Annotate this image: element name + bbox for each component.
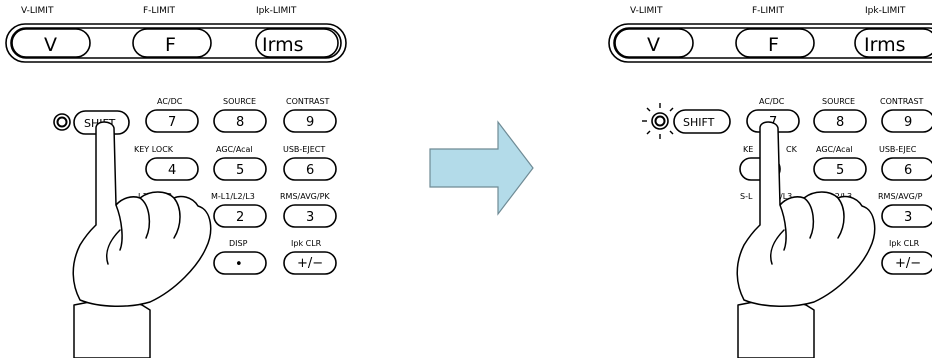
shift-led-inner	[56, 116, 68, 128]
usb-eject-label: USB-EJECT	[283, 145, 325, 154]
pointing-hand-icon	[736, 121, 876, 358]
key-7-label: 7	[168, 115, 176, 130]
v-key-label: V	[44, 34, 57, 56]
key-5-label: 5	[836, 163, 844, 178]
usb-eject-label: USB-EJEC	[879, 145, 917, 154]
key-8-label: 8	[836, 115, 844, 130]
key-3-label: 3	[904, 210, 912, 225]
contrast-label: CONTRAST	[880, 97, 924, 106]
m-l1l2l3-label: M-L1/L2/L3	[211, 192, 255, 201]
key-6[interactable]	[881, 157, 932, 181]
pointing-hand-icon	[72, 121, 212, 358]
key-lock-label-left: KE	[743, 145, 753, 154]
v-key-label: V	[647, 34, 660, 56]
key-plus-minus[interactable]	[881, 251, 932, 275]
key-4[interactable]	[145, 157, 199, 181]
key-lock-label-right: CK	[786, 145, 798, 154]
panel-before: V-LIMIT F-LIMIT Ipk-LIMIT V F Irms SHIFT…	[5, 6, 347, 358]
key-3[interactable]	[283, 204, 337, 228]
key-8[interactable]	[213, 109, 267, 133]
source-label: SOURCE	[822, 97, 855, 106]
key-7[interactable]	[145, 109, 199, 133]
agc-acal-label: AGC/Acal	[816, 145, 853, 154]
irms-key-label: Irms	[262, 34, 304, 56]
contrast-label: CONTRAST	[286, 97, 330, 106]
key-dot-label: •	[235, 257, 243, 272]
f-key[interactable]	[132, 28, 212, 58]
key-plus-minus-label: +/−	[297, 256, 323, 271]
ipk-limit-label: Ipk-LIMIT	[256, 6, 297, 16]
s-l1l2l3-label-right: /L3	[780, 192, 792, 201]
v-limit-label: V-LIMIT	[630, 6, 663, 16]
v-key[interactable]	[614, 28, 694, 58]
irms-key-label: Irms	[864, 34, 906, 56]
key-5[interactable]	[213, 157, 267, 181]
key-8-label: 8	[236, 115, 244, 130]
key-6-label: 6	[904, 163, 912, 178]
v-key[interactable]	[11, 28, 91, 58]
v-limit-label: V-LIMIT	[21, 6, 54, 16]
key-5[interactable]	[813, 157, 867, 181]
f-limit-label: F-LIMIT	[752, 6, 785, 16]
key-9-label: 9	[904, 115, 912, 130]
f-key-label: F	[165, 34, 176, 56]
source-label: SOURCE	[223, 97, 256, 106]
key-6-label: 6	[306, 163, 314, 178]
key-4-label: 4	[168, 163, 176, 178]
key-9[interactable]	[881, 109, 932, 133]
acdc-label: AC/DC	[759, 97, 785, 106]
irms-key[interactable]	[255, 28, 339, 58]
key-8[interactable]	[813, 109, 867, 133]
ipk-clr-label: Ipk CLR	[889, 239, 920, 248]
rms-avg-pk-label: RMS/AVG/PK	[280, 192, 330, 201]
ipk-clr-label: Ipk CLR	[291, 239, 322, 248]
key-2[interactable]	[213, 204, 267, 228]
key-2-label: 2	[236, 210, 244, 225]
f-key-label: F	[768, 34, 779, 56]
shift-key-label: SHIFT	[683, 116, 715, 129]
acdc-label: AC/DC	[157, 97, 183, 106]
key-plus-minus-label: +/−	[895, 256, 921, 271]
key-3-label: 3	[306, 210, 314, 225]
disp-label: DISP	[229, 239, 248, 248]
agc-acal-label: AGC/Acal	[216, 145, 253, 154]
f-limit-label: F-LIMIT	[143, 6, 176, 16]
shift-led-lit-icon	[642, 103, 674, 139]
f-key[interactable]	[735, 28, 815, 58]
key-5-label: 5	[236, 163, 244, 178]
right-arrow-icon	[429, 120, 534, 216]
rms-avg-pk-label: RMS/AVG/P	[878, 192, 923, 201]
key-9-label: 9	[306, 115, 314, 130]
key-dot[interactable]	[213, 251, 267, 275]
shift-key[interactable]	[673, 109, 731, 134]
key-plus-minus[interactable]	[283, 251, 337, 275]
ipk-limit-label: Ipk-LIMIT	[865, 6, 906, 16]
key-9[interactable]	[283, 109, 337, 133]
s-l1l2l3-label-left: S-L	[740, 192, 753, 201]
irms-key[interactable]	[854, 28, 932, 58]
key-3[interactable]	[881, 204, 932, 228]
panel-after: V-LIMIT F-LIMIT Ipk-LIMIT V F Irms SHIFT…	[608, 6, 932, 358]
key-lock-label: KEY LOCK	[134, 145, 174, 154]
key-6[interactable]	[283, 157, 337, 181]
